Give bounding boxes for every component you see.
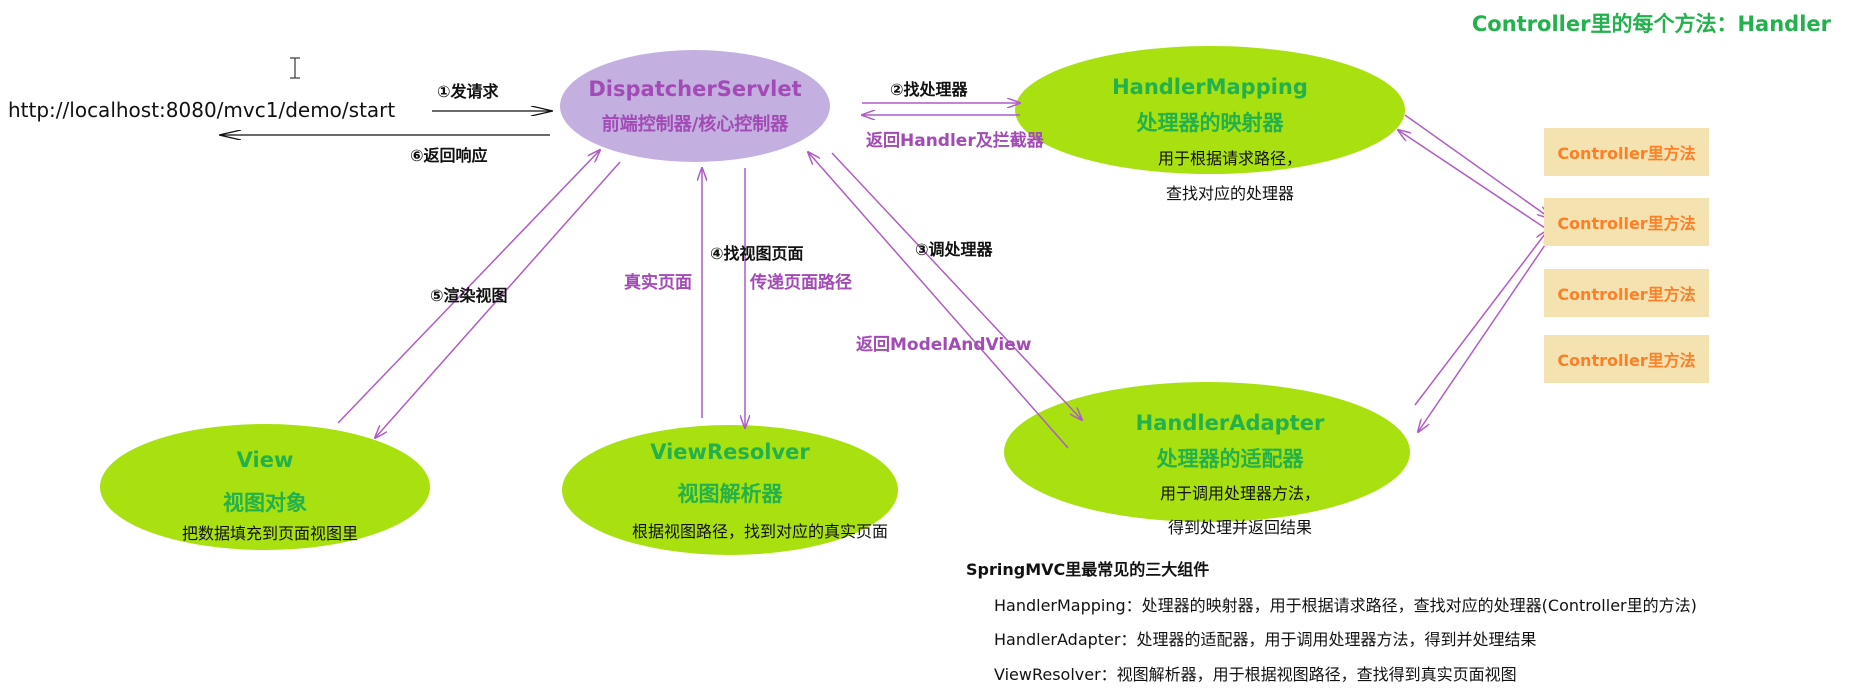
view-subtitle: 视图对象 bbox=[223, 491, 307, 515]
view-title: View bbox=[236, 448, 294, 472]
controller-method-box-4: Controller里方法 bbox=[1544, 335, 1709, 383]
summary-line-handler-adapter: HandlerAdapter：处理器的适配器，用于调用处理器方法，得到并处理结果 bbox=[994, 630, 1537, 649]
summary-line-view-resolver: ViewResolver：视图解析器，用于根据视图路径，查找得到真实页面视图 bbox=[994, 665, 1517, 684]
return-modelandview-label: 返回ModelAndView bbox=[856, 335, 1032, 355]
step-find-view: ④找视图页面 bbox=[710, 244, 804, 263]
step-return-response: ⑥返回响应 bbox=[410, 146, 488, 165]
handler-adapter-desc-2: 得到处理并返回结果 bbox=[1167, 518, 1312, 537]
view-resolver-title: ViewResolver bbox=[650, 440, 810, 464]
view-return-arrow bbox=[337, 150, 600, 424]
request-url: http://localhost:8080/mvc1/demo/start bbox=[8, 98, 396, 122]
view-ellipse bbox=[100, 424, 430, 550]
controller-to-adapter-arrow bbox=[1418, 244, 1546, 432]
controller-method-box-1: Controller里方法 bbox=[1544, 128, 1709, 176]
mapping-to-controller-arrow bbox=[1404, 114, 1550, 218]
handler-adapter-subtitle: 处理器的适配器 bbox=[1156, 447, 1304, 471]
text-cursor-icon bbox=[290, 57, 300, 79]
view-resolver-ellipse bbox=[562, 425, 898, 555]
handler-mapping-subtitle: 处理器的映射器 bbox=[1136, 111, 1284, 135]
handler-definition-note: Controller里的每个方法：Handler bbox=[1471, 12, 1831, 36]
pass-page-path-label: 传递页面路径 bbox=[750, 273, 852, 293]
summary-line-handler-mapping: HandlerMapping：处理器的映射器，用于根据请求路径，查找对应的处理器… bbox=[994, 596, 1697, 615]
real-page-label: 真实页面 bbox=[624, 273, 692, 293]
handler-mapping-ellipse bbox=[1015, 46, 1405, 174]
call-handler-arrow bbox=[831, 152, 1082, 420]
view-desc: 把数据填充到页面视图里 bbox=[181, 524, 358, 543]
step-call-handler: ③调处理器 bbox=[915, 240, 993, 259]
dispatcher-title: DispatcherServlet bbox=[588, 77, 802, 101]
adapter-to-controller-arrow bbox=[1414, 230, 1548, 406]
summary-title: SpringMVC里最常见的三大组件 bbox=[966, 560, 1210, 579]
handler-adapter-ellipse bbox=[1004, 382, 1410, 522]
return-mav-arrow bbox=[808, 152, 1069, 449]
step-render-view: ⑤渲染视图 bbox=[430, 286, 508, 305]
step-find-handler: ②找处理器 bbox=[890, 80, 968, 99]
controller-method-box-2: Controller里方法 bbox=[1544, 198, 1709, 246]
controller-to-mapping-arrow bbox=[1398, 130, 1546, 229]
return-handler-label: 返回Handler及拦截器 bbox=[866, 131, 1044, 151]
handler-mapping-desc-1: 用于根据请求路径， bbox=[1157, 149, 1302, 168]
handler-mapping-title: HandlerMapping bbox=[1112, 75, 1308, 99]
handler-adapter-desc-1: 用于调用处理器方法， bbox=[1159, 484, 1320, 503]
render-view-arrow bbox=[375, 161, 621, 438]
dispatcher-subtitle: 前端控制器/核心控制器 bbox=[601, 114, 789, 135]
dispatcher-ellipse bbox=[560, 50, 830, 162]
handler-adapter-title: HandlerAdapter bbox=[1135, 411, 1325, 435]
step-send-request: ①发请求 bbox=[437, 82, 499, 101]
handler-mapping-desc-2: 查找对应的处理器 bbox=[1165, 184, 1294, 203]
controller-method-box-3: Controller里方法 bbox=[1544, 269, 1709, 317]
view-resolver-desc: 根据视图路径，找到对应的真实页面 bbox=[631, 522, 888, 541]
view-resolver-subtitle: 视图解析器 bbox=[677, 482, 783, 506]
